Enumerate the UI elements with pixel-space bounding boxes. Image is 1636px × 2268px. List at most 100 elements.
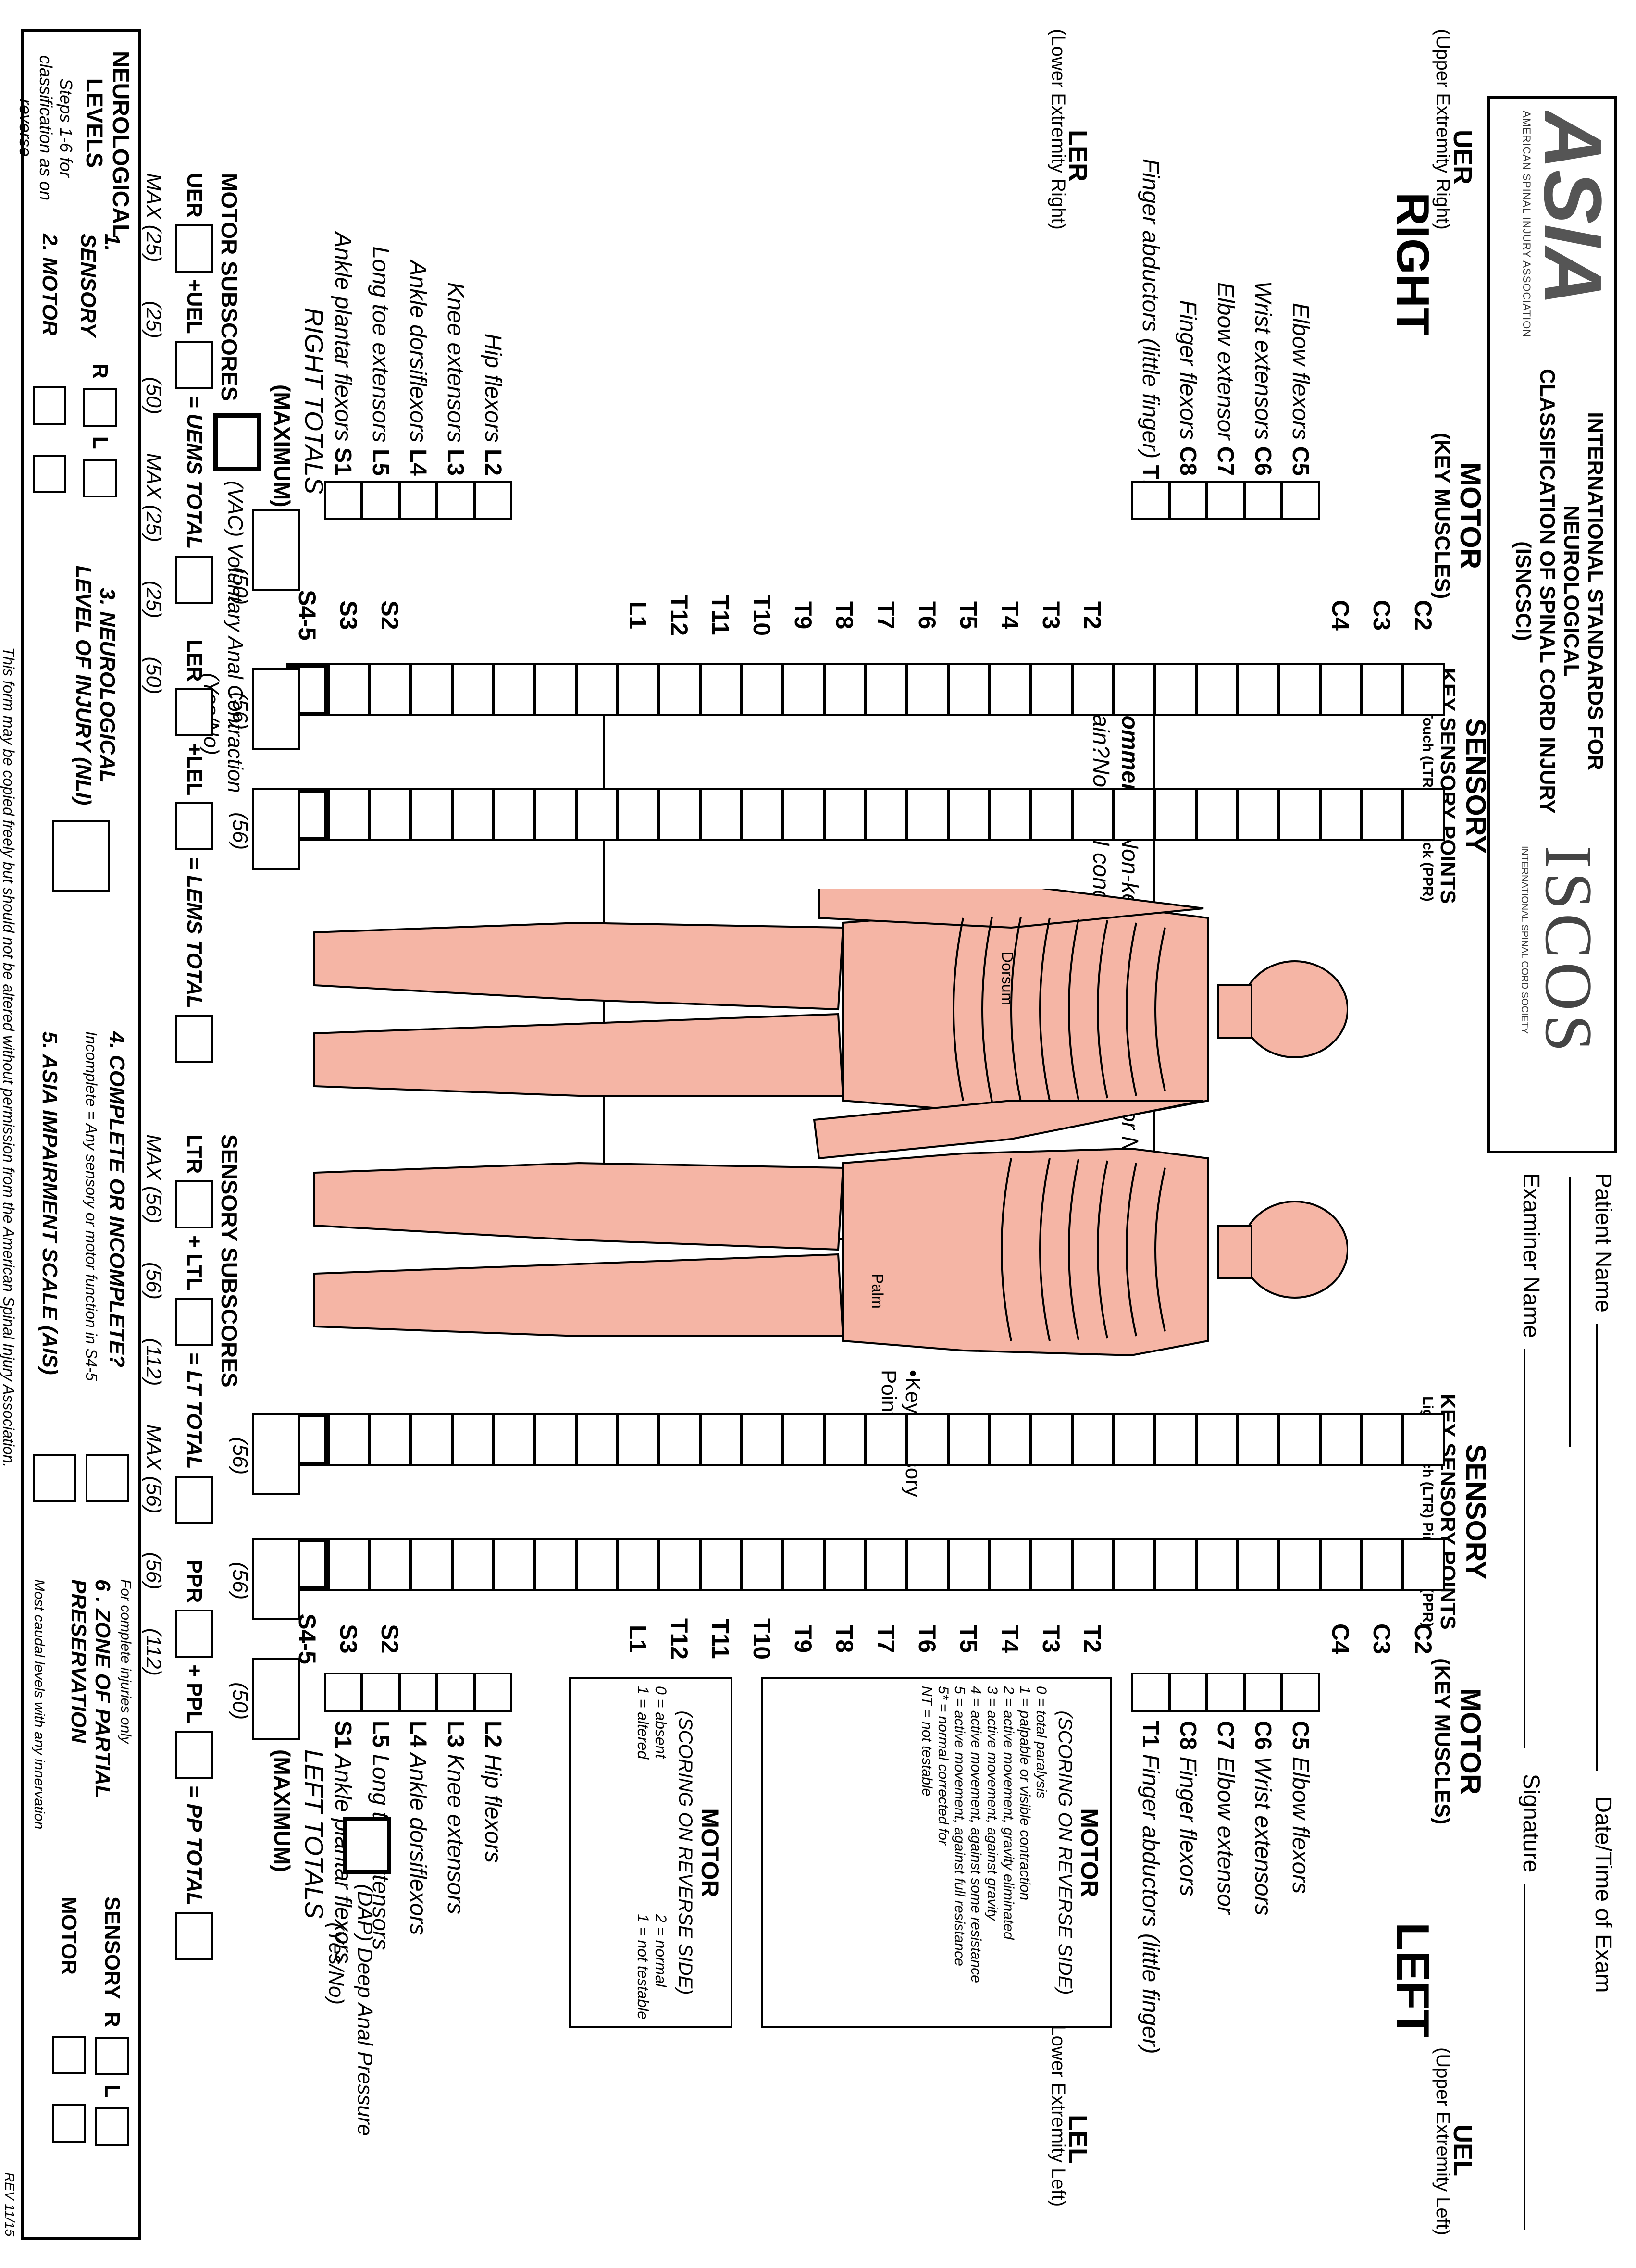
motor-score-cell[interactable] <box>324 1673 362 1712</box>
sensory-score-cell[interactable] <box>741 1413 783 1466</box>
motor-score-cell[interactable] <box>436 1673 475 1712</box>
sensory-score-cell[interactable] <box>824 663 866 716</box>
sensory-score-cell[interactable] <box>700 788 742 841</box>
sensory-score-cell[interactable] <box>948 1413 990 1466</box>
motor-score-cell[interactable] <box>474 1673 512 1712</box>
motor-score-cell[interactable] <box>1281 481 1320 520</box>
sensory-score-cell[interactable] <box>1030 788 1073 841</box>
sensory-score-cell[interactable] <box>576 1413 618 1466</box>
sensory-score-cell[interactable] <box>410 1413 453 1466</box>
left-lt-total-box[interactable] <box>252 1413 300 1495</box>
uems-box[interactable] <box>175 556 213 604</box>
sensory-score-cell[interactable] <box>576 1538 618 1591</box>
neuro-motor-r-box[interactable] <box>33 386 66 425</box>
sensory-score-cell[interactable] <box>658 788 701 841</box>
sensory-score-cell[interactable] <box>328 663 370 716</box>
motor-score-cell[interactable] <box>436 481 475 520</box>
sensory-score-cell[interactable] <box>1030 1538 1073 1591</box>
sensory-score-cell[interactable] <box>576 663 618 716</box>
motor-score-cell[interactable] <box>361 1673 400 1712</box>
sensory-score-cell[interactable] <box>1320 788 1362 841</box>
sensory-score-cell[interactable] <box>369 1538 411 1591</box>
motor-score-cell[interactable] <box>1206 1673 1245 1712</box>
sensory-score-cell[interactable] <box>1278 1413 1321 1466</box>
lems-box[interactable] <box>175 1015 213 1064</box>
sensory-score-cell[interactable] <box>906 1413 949 1466</box>
sensory-score-cell[interactable] <box>534 1538 577 1591</box>
sensory-score-cell[interactable] <box>410 788 453 841</box>
sensory-score-cell[interactable] <box>658 1413 701 1466</box>
motor-score-cell[interactable] <box>1169 481 1207 520</box>
sensory-score-cell[interactable] <box>1072 663 1114 716</box>
sensory-score-cell[interactable] <box>989 1413 1031 1466</box>
neuro-sensory-l-box[interactable] <box>83 459 117 497</box>
sensory-score-cell[interactable] <box>906 663 949 716</box>
sensory-score-cell[interactable] <box>1278 663 1321 716</box>
neuro-sensory-r-box[interactable] <box>83 388 117 427</box>
sensory-score-cell[interactable] <box>1402 1538 1445 1591</box>
sensory-score-cell[interactable] <box>617 1538 659 1591</box>
sensory-score-cell[interactable] <box>1237 1413 1279 1466</box>
sensory-score-cell[interactable] <box>328 1413 370 1466</box>
motor-score-cell[interactable] <box>399 481 437 520</box>
sensory-score-cell[interactable] <box>1072 1413 1114 1466</box>
sensory-score-cell[interactable] <box>906 788 949 841</box>
sensory-score-cell[interactable] <box>1361 1538 1403 1591</box>
sensory-score-cell[interactable] <box>1072 788 1114 841</box>
zpp-motor-r-box[interactable] <box>52 2036 86 2074</box>
sensory-score-cell[interactable] <box>1154 663 1197 716</box>
ais-box[interactable] <box>33 1454 76 1502</box>
sensory-score-cell[interactable] <box>989 1538 1031 1591</box>
sensory-score-cell[interactable] <box>493 788 535 841</box>
neuro-motor-l-box[interactable] <box>33 455 66 493</box>
motor-score-cell[interactable] <box>1131 481 1170 520</box>
ppl-box[interactable] <box>175 1730 213 1779</box>
sensory-score-cell[interactable] <box>989 663 1031 716</box>
sensory-score-cell[interactable] <box>452 788 494 841</box>
ltl-box[interactable] <box>175 1297 213 1346</box>
sensory-score-cell[interactable] <box>824 1413 866 1466</box>
sensory-score-cell[interactable] <box>1278 788 1321 841</box>
sensory-score-cell[interactable] <box>700 1413 742 1466</box>
right-motor-total-box[interactable] <box>252 509 300 591</box>
sensory-score-cell[interactable] <box>617 663 659 716</box>
sensory-score-cell[interactable] <box>1320 1538 1362 1591</box>
motor-score-cell[interactable] <box>399 1673 437 1712</box>
sensory-score-cell[interactable] <box>1113 1538 1155 1591</box>
nli-box[interactable] <box>52 820 110 892</box>
sensory-score-cell[interactable] <box>493 663 535 716</box>
sensory-score-cell[interactable] <box>328 1538 370 1591</box>
uel-box[interactable] <box>175 340 213 389</box>
sensory-score-cell[interactable] <box>1196 1538 1238 1591</box>
examiner-name-field[interactable] <box>1524 1349 1545 1748</box>
sensory-score-cell[interactable] <box>1320 1413 1362 1466</box>
sensory-score-cell[interactable] <box>1196 1413 1238 1466</box>
sensory-score-cell[interactable] <box>1402 788 1445 841</box>
patient-name-field[interactable] <box>1596 1324 1617 1771</box>
sensory-score-cell[interactable] <box>782 1413 825 1466</box>
sensory-score-cell[interactable] <box>741 663 783 716</box>
dap-box[interactable] <box>343 1817 391 1874</box>
zpp-motor-l-box[interactable] <box>52 2104 86 2143</box>
sensory-score-cell[interactable] <box>741 788 783 841</box>
sensory-score-cell[interactable] <box>452 663 494 716</box>
uer-box[interactable] <box>175 224 213 273</box>
sensory-score-cell[interactable] <box>865 663 907 716</box>
motor-score-cell[interactable] <box>1206 481 1245 520</box>
sensory-score-cell[interactable] <box>1113 663 1155 716</box>
sensory-score-cell[interactable] <box>1237 788 1279 841</box>
zpp-sensory-r-box[interactable] <box>95 2036 129 2075</box>
sensory-score-cell[interactable] <box>1402 1413 1445 1466</box>
left-pp-total-box[interactable] <box>252 1538 300 1620</box>
sensory-score-cell[interactable] <box>1320 663 1362 716</box>
sensory-score-cell[interactable] <box>1154 1538 1197 1591</box>
lel-box[interactable] <box>175 802 213 851</box>
sensory-score-cell[interactable] <box>741 1538 783 1591</box>
motor-score-cell[interactable] <box>1131 1673 1170 1712</box>
motor-score-cell[interactable] <box>361 481 400 520</box>
sensory-score-cell[interactable] <box>948 788 990 841</box>
sensory-score-cell[interactable] <box>328 788 370 841</box>
sensory-score-cell[interactable] <box>534 663 577 716</box>
motor-score-cell[interactable] <box>1169 1673 1207 1712</box>
sensory-score-cell[interactable] <box>700 663 742 716</box>
